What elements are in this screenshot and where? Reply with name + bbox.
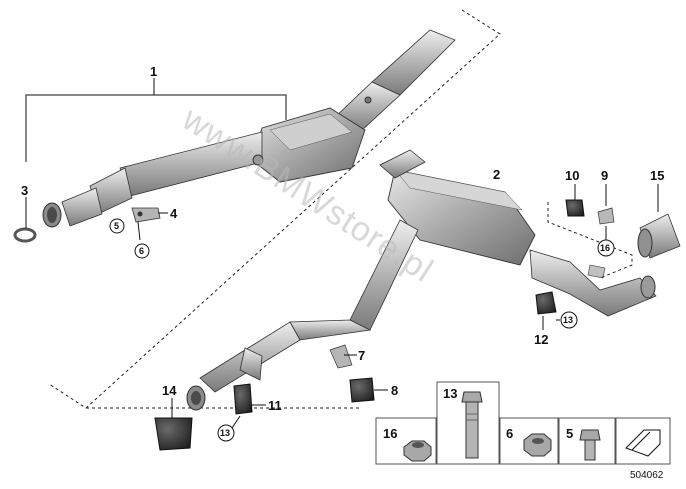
- arrow-icon: [625, 429, 661, 457]
- rubber-mount-part-12: [535, 291, 560, 330]
- callout-14: 14: [162, 383, 177, 398]
- legend-item-5: 5: [566, 426, 601, 461]
- circled-13-upper: 13: [560, 311, 578, 329]
- callout-12: 12: [534, 332, 548, 347]
- rubber-mount-part-8: [349, 377, 388, 403]
- svg-text:13: 13: [443, 386, 457, 401]
- svg-text:5: 5: [114, 221, 119, 231]
- bracket-part-4: [131, 207, 168, 241]
- callout-1: 1: [150, 64, 157, 79]
- rear-silencer: [186, 149, 657, 411]
- diagram-id: 504062: [630, 470, 664, 481]
- svg-text:16: 16: [600, 243, 610, 253]
- circled-5: 5: [109, 218, 125, 234]
- callout-4: 4: [170, 206, 178, 221]
- hanger-group-outline: [547, 202, 633, 279]
- legend-item-6: 6: [506, 426, 552, 457]
- circled-13-lower: 13: [217, 424, 235, 442]
- tailpipe-trim-part-15: [637, 184, 681, 259]
- group-outline-front: [48, 9, 501, 409]
- callout-7: 7: [358, 348, 365, 363]
- hanger-part-14: [154, 398, 193, 451]
- part-1-leader: [25, 94, 287, 162]
- svg-text:6: 6: [506, 426, 513, 441]
- svg-text:5: 5: [566, 426, 573, 441]
- rubber-mount-part-11: [231, 383, 266, 429]
- svg-text:6: 6: [139, 246, 144, 256]
- callout-9: 9: [601, 168, 608, 183]
- circled-6: 6: [134, 243, 150, 259]
- callout-8: 8: [391, 383, 398, 398]
- rubber-mount-part-10: [565, 184, 585, 217]
- bracket-part-9: [597, 184, 615, 240]
- front-pipe-catalyst: [42, 29, 456, 228]
- callout-2: 2: [493, 167, 500, 182]
- callout-10: 10: [565, 168, 579, 183]
- callout-3: 3: [21, 183, 28, 198]
- callout-11: 11: [268, 398, 282, 413]
- legend-item-13: 13: [443, 386, 483, 459]
- svg-text:13: 13: [220, 428, 230, 438]
- callout-15: 15: [650, 168, 664, 183]
- svg-text:13: 13: [563, 315, 573, 325]
- bracket-part-7: [329, 344, 357, 369]
- circled-16: 16: [597, 239, 615, 257]
- clamp-part-3: [13, 197, 37, 243]
- svg-text:16: 16: [383, 426, 397, 441]
- legend-item-16: 16: [383, 426, 432, 462]
